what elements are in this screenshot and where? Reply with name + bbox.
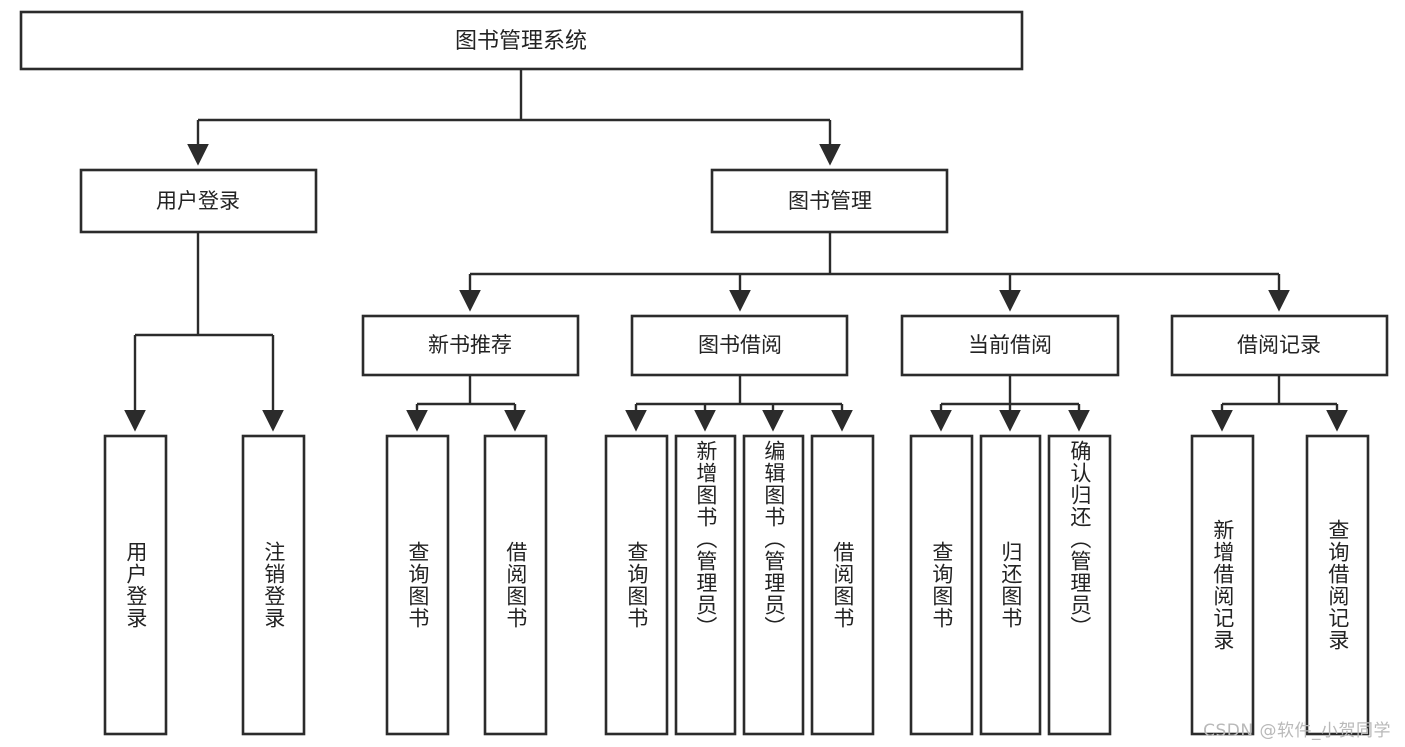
node-book-management[interactable] [710, 168, 949, 234]
node-user-login[interactable] [79, 168, 318, 234]
node-root-label: 图书管理系统 [455, 29, 587, 54]
leaf-borrow-record-1[interactable] [1190, 434, 1255, 736]
node-root[interactable] [19, 10, 1024, 71]
connector-group-borrow-record [1211, 375, 1348, 432]
node-book-borrow[interactable] [630, 314, 849, 377]
connector-group-book-borrow [625, 375, 853, 432]
leaf-new-book-1[interactable] [385, 434, 450, 736]
connector-group-new-book [406, 375, 526, 432]
leaf-new-book-2[interactable] [483, 434, 548, 736]
leaf-user-login-1[interactable] [103, 434, 168, 736]
connector-group-current-borrow [930, 375, 1090, 432]
leaf-borrow-record-2[interactable] [1305, 434, 1370, 736]
node-new-book-recommend-label: 新书推荐 [428, 333, 512, 357]
watermark-label: CSDN @软件_小贺同学 [1203, 721, 1391, 741]
node-current-borrow-label: 当前借阅 [968, 333, 1052, 357]
leaf-current-borrow-3[interactable] [1047, 434, 1112, 736]
node-borrow-record[interactable] [1170, 314, 1389, 377]
leaf-book-borrow-2[interactable] [674, 434, 737, 736]
node-new-book-recommend[interactable] [361, 314, 580, 377]
node-book-borrow-label: 图书借阅 [698, 333, 782, 357]
leaf-user-login-2[interactable] [241, 434, 306, 736]
node-book-management-label: 图书管理 [788, 189, 872, 213]
node-user-login-label: 用户登录 [156, 189, 240, 213]
node-borrow-record-label: 借阅记录 [1237, 333, 1321, 357]
leaf-current-borrow-2[interactable] [979, 434, 1042, 736]
connector-group-book-mgmt [459, 232, 1290, 312]
leaf-book-borrow-1[interactable] [604, 434, 669, 736]
leaf-book-borrow-4[interactable] [810, 434, 875, 736]
node-current-borrow[interactable] [900, 314, 1120, 377]
leaf-current-borrow-1[interactable] [909, 434, 974, 736]
connector-group-root [187, 69, 841, 166]
connector-group-user-login [124, 232, 284, 432]
leaf-book-borrow-3[interactable] [742, 434, 805, 736]
